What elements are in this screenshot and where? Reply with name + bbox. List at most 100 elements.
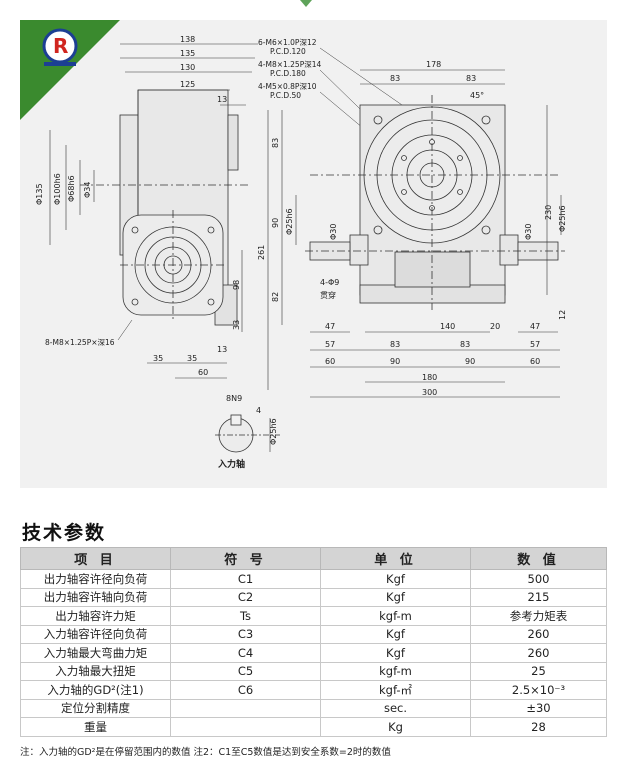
header-unit: 单 位 <box>320 547 471 570</box>
cell-unit: Kg <box>320 717 471 737</box>
header-value: 数 值 <box>470 547 607 570</box>
section-title: 技术参数 <box>22 522 107 544</box>
left-top-dimensions: 138 135 130 125 13 <box>120 35 258 106</box>
svg-text:Φ25h6: Φ25h6 <box>285 208 294 235</box>
svg-text:230: 230 <box>544 205 553 220</box>
cell-value: 260 <box>470 643 607 663</box>
cell-value: 260 <box>470 624 607 644</box>
right-top-dimensions: 178 83 83 45° <box>360 60 505 100</box>
middle-vertical-dimensions: 261 83 90 Φ25h6 82 98 33 13 <box>217 110 297 390</box>
svg-text:Φ25h6: Φ25h6 <box>269 418 278 445</box>
svg-text:贯穿: 贯穿 <box>320 290 336 300</box>
svg-text:83: 83 <box>271 138 280 148</box>
cell-item: 入力轴最大弯曲力矩 <box>20 643 171 663</box>
cell-unit: kgf-㎡ <box>320 680 471 700</box>
cell-symbol: C3 <box>170 624 321 644</box>
svg-text:47: 47 <box>325 322 335 331</box>
svg-text:60: 60 <box>198 368 208 377</box>
svg-text:82: 82 <box>271 292 280 302</box>
svg-text:125: 125 <box>180 80 195 89</box>
svg-text:Φ68h6: Φ68h6 <box>67 175 76 202</box>
svg-text:8N9: 8N9 <box>226 394 242 403</box>
right-vertical-dimensions: 230 Φ25h6 Φ30 12 Φ30 4-Φ9 贯穿 <box>320 105 567 320</box>
svg-text:47: 47 <box>530 322 540 331</box>
svg-text:83: 83 <box>460 340 470 349</box>
cell-item: 出力轴容许轴向负荷 <box>20 587 171 607</box>
svg-text:57: 57 <box>530 340 540 349</box>
svg-text:83: 83 <box>390 74 400 83</box>
right-bottom-dimensions: 47 140 20 47 57 83 83 57 60 90 90 60 180… <box>310 322 560 398</box>
svg-text:12: 12 <box>558 310 567 320</box>
svg-text:98: 98 <box>232 280 241 290</box>
svg-text:90: 90 <box>465 357 475 366</box>
cell-unit: Kgf <box>320 624 471 644</box>
svg-text:180: 180 <box>422 373 437 382</box>
header-symbol: 符 号 <box>170 547 321 570</box>
cell-value: 28 <box>470 717 607 737</box>
cell-unit: kgf-m <box>320 661 471 681</box>
svg-text:300: 300 <box>422 388 437 397</box>
svg-text:33: 33 <box>232 320 241 330</box>
corner-arrow-icon <box>300 0 312 7</box>
table-header-row: 项 目 符 号 单 位 数 值 <box>20 547 607 570</box>
cell-item: 入力轴容许径向负荷 <box>20 624 171 644</box>
cell-value: 参考力矩表 <box>470 606 607 626</box>
svg-text:130: 130 <box>180 63 195 72</box>
svg-text:261: 261 <box>257 245 266 260</box>
svg-text:135: 135 <box>180 49 195 58</box>
cell-symbol: Ts <box>170 606 321 626</box>
cell-symbol: C5 <box>170 661 321 681</box>
svg-text:20: 20 <box>490 322 500 331</box>
cell-item: 入力轴的GD²(注1) <box>20 680 171 700</box>
footnote: 注：入力轴的GD²是在停留范围内的数值 注2：C1至C5数值是达到安全系数=2时… <box>20 747 391 758</box>
left-bottom-dimensions: 8-M8×1.25P×深16 35 35 60 <box>45 319 227 379</box>
svg-text:90: 90 <box>271 218 280 228</box>
cell-symbol: C2 <box>170 587 321 607</box>
cell-value: ±30 <box>470 698 607 718</box>
svg-text:Φ30: Φ30 <box>524 224 533 240</box>
svg-text:4-M5×0.8P深10: 4-M5×0.8P深10 <box>258 82 317 91</box>
cell-unit: sec. <box>320 698 471 718</box>
left-diameter-labels: Φ135 Φ100h6 Φ68h6 Φ34 <box>35 130 95 245</box>
cell-symbol: C6 <box>170 680 321 700</box>
svg-text:Φ25h6: Φ25h6 <box>558 205 567 232</box>
svg-text:60: 60 <box>530 357 540 366</box>
cell-value: 25 <box>470 661 607 681</box>
svg-text:45°: 45° <box>470 91 484 100</box>
cell-item: 出力轴容许力矩 <box>20 606 171 626</box>
cell-symbol: C1 <box>170 569 321 589</box>
svg-text:83: 83 <box>390 340 400 349</box>
svg-text:138: 138 <box>180 35 195 44</box>
table-row: 定位分割精度 sec.±30 <box>20 698 607 718</box>
svg-text:Φ34: Φ34 <box>83 182 92 198</box>
svg-text:Φ100h6: Φ100h6 <box>53 173 62 205</box>
svg-text:4: 4 <box>256 406 261 415</box>
cell-item: 定位分割精度 <box>20 698 171 718</box>
svg-text:P.C.D.180: P.C.D.180 <box>270 69 306 78</box>
cell-unit: Kgf <box>320 587 471 607</box>
cell-value: 500 <box>470 569 607 589</box>
hole-callouts: 6-M6×1.0P深12 P.C.D.120 4-M8×1.25P深14 P.C… <box>258 38 439 181</box>
svg-text:13: 13 <box>217 345 227 354</box>
company-logo: R <box>42 28 78 66</box>
svg-text:57: 57 <box>325 340 335 349</box>
svg-text:Φ135: Φ135 <box>35 183 44 205</box>
cell-item: 出力轴容许径向负荷 <box>20 569 171 589</box>
cell-unit: Kgf <box>320 569 471 589</box>
svg-text:13: 13 <box>217 95 227 104</box>
svg-text:178: 178 <box>426 60 441 69</box>
right-front-view <box>305 95 565 310</box>
cell-unit: kgf-m <box>320 606 471 626</box>
svg-text:入力轴: 入力轴 <box>217 458 245 470</box>
cell-value: 215 <box>470 587 607 607</box>
cell-item: 入力轴最大扭矩 <box>20 661 171 681</box>
svg-text:35: 35 <box>187 354 197 363</box>
